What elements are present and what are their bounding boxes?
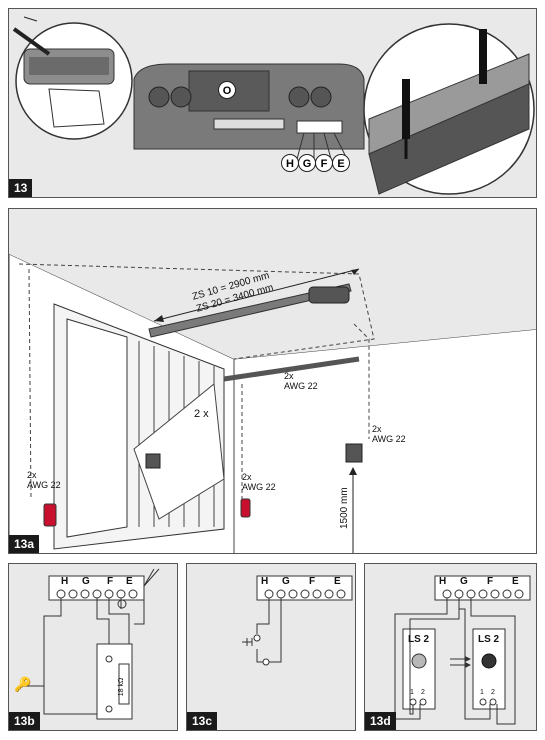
- pin-1-left: 1: [410, 689, 414, 696]
- red-device-left: [43, 503, 57, 527]
- panel-13: O H G F E 13: [8, 8, 537, 198]
- terminal-f: F: [487, 576, 494, 587]
- antenna-connector: [117, 599, 127, 609]
- pin-2-right: 2: [491, 689, 495, 696]
- screwdriver-right-icon: [402, 79, 410, 139]
- panel-tag-13d: 13d: [365, 712, 396, 730]
- terminal-h: H: [439, 576, 447, 587]
- relay-value: 18 kΩ: [118, 677, 126, 697]
- panel-tag-13c: 13c: [187, 712, 218, 730]
- device-label-left: LS 2: [408, 634, 430, 645]
- wire-label-left-count: 2x: [27, 470, 37, 480]
- device-label-right: LS 2: [478, 634, 500, 645]
- wire-label-center-count: 2x: [242, 472, 252, 482]
- terminal-e: E: [126, 576, 133, 587]
- panel-13b: 🔑 H G F E 18 kΩ 13b: [8, 563, 178, 731]
- terminal-g: G: [298, 154, 316, 172]
- indicator-on: [481, 653, 497, 669]
- arrow-icon-2: [465, 662, 471, 668]
- center-label: O: [218, 81, 236, 99]
- wire-label-top-awg: AWG 22: [284, 381, 318, 391]
- terminal-g: G: [460, 576, 468, 587]
- key-switch-icon: 🔑: [14, 675, 32, 693]
- wire-label-right-count: 2x: [372, 424, 382, 434]
- screwdriver-icon: [12, 27, 51, 56]
- terminal-g: G: [282, 576, 290, 587]
- panel-13b-drawing: 🔑: [14, 568, 160, 720]
- panel-tag-13a: 13a: [9, 535, 40, 553]
- ls2-device-left: [402, 628, 436, 710]
- panel-13c-drawing: [242, 575, 353, 666]
- terminal-f: F: [315, 154, 333, 172]
- terminal-strip: [296, 120, 343, 134]
- panel-13c: H G F E 13c: [186, 563, 356, 731]
- height-label: 1500 mm: [339, 487, 350, 529]
- terminal-f: F: [309, 576, 316, 587]
- red-device-right: [240, 498, 251, 518]
- panel-13d-drawing: [394, 575, 531, 725]
- indicator-off: [411, 653, 427, 669]
- drive-head: [308, 286, 350, 304]
- wire-label-center-awg: AWG 22: [242, 482, 276, 492]
- terminal-h: H: [261, 576, 269, 587]
- terminal-h: H: [281, 154, 299, 172]
- drive-rail: [148, 283, 352, 338]
- push-button-icon: [242, 638, 253, 646]
- panel-13a-drawing: [9, 209, 536, 553]
- wire-label-top-count: 2x: [284, 371, 294, 381]
- pin-2-left: 2: [421, 689, 425, 696]
- wire-label-right-awg: AWG 22: [372, 434, 406, 444]
- terminal-h: H: [61, 576, 69, 587]
- panel-13a: ZS 10 = 2900 mm ZS 20 = 3400 mm 2x AWG 2…: [8, 208, 537, 554]
- pin-1-right: 1: [480, 689, 484, 696]
- panel-tag-13b: 13b: [9, 712, 40, 730]
- terminal-e: E: [334, 576, 341, 587]
- panel-13d: H G F E LS 2 LS 2 1 2 1 2 13d: [364, 563, 537, 731]
- terminal-f: F: [107, 576, 114, 587]
- rear-rail: [223, 356, 360, 382]
- wall-switch: [345, 443, 363, 463]
- terminal-g: G: [82, 576, 90, 587]
- panel-13-drawing: [12, 16, 535, 195]
- door-count-label: 2 x: [194, 408, 209, 420]
- arrow-icon-1: [465, 656, 471, 662]
- wall-keypad: [145, 453, 161, 469]
- wire-label-left-awg: AWG 22: [27, 480, 61, 490]
- ls2-device-right: [472, 628, 506, 710]
- terminal-e: E: [332, 154, 350, 172]
- terminal-e: E: [512, 576, 519, 587]
- panel-tag-13: 13: [9, 179, 33, 197]
